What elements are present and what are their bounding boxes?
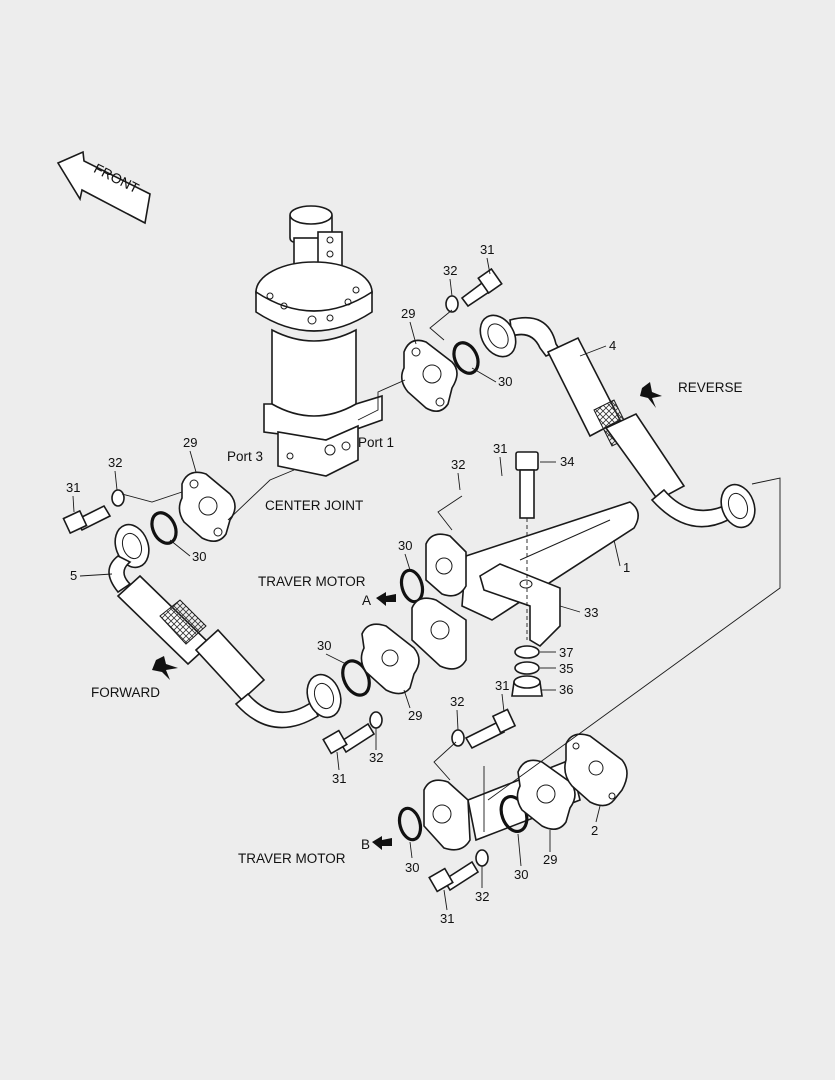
plate-2 [564,733,628,807]
bolt-31-b-upper [464,708,517,750]
callout-30-top: 30 [498,374,512,389]
motor-a-flange-lower [411,597,467,670]
callout-31-b: 31 [495,678,509,693]
callout-1: 1 [623,560,630,575]
point-b-label: B [361,837,370,852]
traver-motor-b-label: TRAVER MOTOR [238,851,346,866]
callout-31-mid: 31 [493,441,507,456]
o-ring-30-b-left [397,806,423,842]
callout-30-low: 30 [317,638,331,653]
bolt-34 [515,451,539,519]
motor-a-flange-upper [425,533,467,597]
point-b-arrow-icon [372,836,392,850]
callout-4: 4 [609,338,616,353]
o-ring-30-upper [452,341,480,375]
center-joint-label: CENTER JOINT [265,498,363,513]
callout-30-b: 30 [405,860,419,875]
callout-30-a: 30 [398,538,412,553]
o-ring-30-left [150,511,178,545]
callout-29-b: 29 [543,852,557,867]
callout-32-mid: 32 [451,457,465,472]
callout-30-b2: 30 [514,867,528,882]
leader-lines [121,309,781,832]
washer-35 [514,661,540,675]
flange-29-low [360,623,420,695]
port-3-label: Port 3 [227,449,263,464]
point-a-arrow-icon [376,592,396,606]
front-arrow-icon: FRONT [56,150,151,225]
nut-36 [511,675,543,697]
callout-33: 33 [584,605,598,620]
bolt-31-low [322,722,376,755]
callouts: 31 32 29 30 4 29 32 31 30 5 31 32 34 1 3… [66,242,630,926]
callout-31-top: 31 [480,242,494,257]
callout-29-top: 29 [401,306,415,321]
washer-32-b-lower [475,849,489,867]
hose-4 [479,314,756,529]
callout-29-low: 29 [408,708,422,723]
callout-34: 34 [560,454,574,469]
washer-32-low [369,711,383,729]
washer-32-top [445,295,459,313]
callout-32-bb: 32 [475,889,489,904]
point-a-label: A [362,593,371,608]
callout-37: 37 [559,645,573,660]
bracket-33 [479,563,561,648]
callout-32-low: 32 [369,750,383,765]
bolt-31-top [460,267,503,308]
callout-29-left: 29 [183,435,197,450]
flange-29-b [516,759,576,830]
callout-32-top: 32 [443,263,457,278]
callout-31-bb: 31 [440,911,454,926]
center-joint-part [255,205,383,477]
callout-2: 2 [591,823,598,838]
port-1-label: Port 1 [358,435,394,450]
callout-31-left: 31 [66,480,80,495]
bolt-31-left [62,504,112,535]
callout-32-left: 32 [108,455,122,470]
flange-29-upper [400,339,458,412]
washer-37 [514,645,540,659]
reverse-label: REVERSE [678,380,743,395]
reverse-arrow-icon [640,382,662,408]
flange-29-left [178,471,236,542]
forward-arrow-icon [152,656,178,680]
callout-31-low: 31 [332,771,346,786]
motor-b-flange [423,779,471,851]
traver-motor-a-label: TRAVER MOTOR [258,574,366,589]
callout-32-b: 32 [450,694,464,709]
forward-label: FORWARD [91,685,160,700]
callout-30-left: 30 [192,549,206,564]
hose-5 [108,523,342,729]
callout-35: 35 [559,661,573,676]
bolt-31-b-lower [428,860,480,893]
callout-36: 36 [559,682,573,697]
washer-32-left [111,489,125,507]
callout-5: 5 [70,568,77,583]
